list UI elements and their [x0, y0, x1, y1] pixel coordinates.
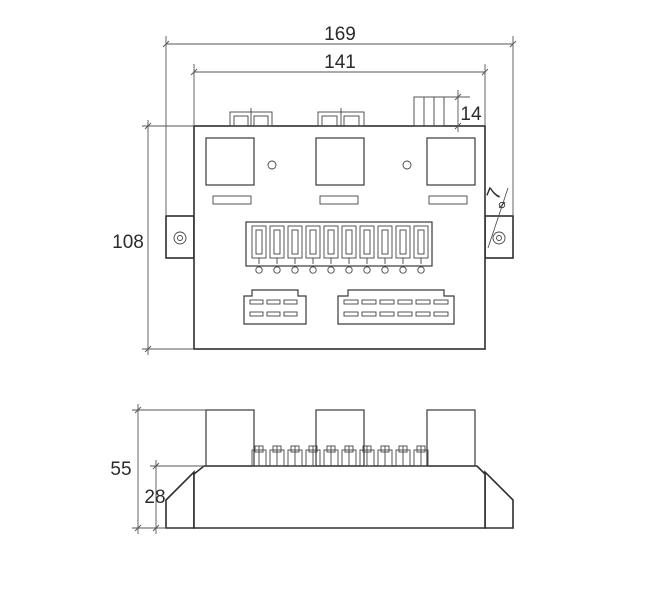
- housing-top-view: [193, 125, 486, 350]
- side-fuse-1: [251, 445, 267, 467]
- label-slot-3: [428, 195, 468, 205]
- dimension-body-height: 108: [112, 120, 194, 355]
- dimension-label-141: 141: [324, 52, 356, 73]
- side-fuse-3: [287, 445, 303, 467]
- side-fuse-group: [251, 445, 429, 467]
- connector-small-pin: [249, 299, 264, 305]
- housing-side-view: [193, 465, 486, 529]
- connector-small: [243, 289, 307, 325]
- relay-socket-3: [426, 137, 476, 186]
- connector-small-pin: [283, 311, 298, 317]
- connector-large-pin: [397, 311, 413, 317]
- fuse-8: [377, 225, 393, 274]
- side-fuse-7: [359, 445, 375, 467]
- connector-large-pin: [379, 299, 395, 305]
- indicator-hole-left: [267, 160, 277, 170]
- connector-large-pin: [397, 299, 413, 305]
- side-fuse-6: [341, 445, 357, 467]
- side-fuse-8: [377, 445, 393, 467]
- fuse-6: [341, 225, 357, 274]
- fuse-indicator-5: [327, 266, 335, 274]
- fuse-indicator-3: [291, 266, 299, 274]
- side-fuse-10: [413, 445, 429, 467]
- dimension-label-169: 169: [324, 24, 356, 45]
- fuse-indicator-9: [399, 266, 407, 274]
- connector-large-pin: [343, 311, 359, 317]
- dimension-label-14: 14: [460, 104, 482, 125]
- dimension-label-28: 28: [144, 487, 165, 508]
- fuse-indicator-10: [417, 266, 425, 274]
- relay-socket-2: [315, 137, 365, 186]
- side-tab-right: [484, 470, 514, 529]
- fuse-3: [287, 225, 303, 274]
- fuse-indicator-1: [255, 266, 263, 274]
- top-view: [165, 96, 514, 350]
- dimension-label-108: 108: [112, 232, 144, 253]
- connector-large: [337, 289, 455, 325]
- dimension-side-total-height: 55: [110, 404, 206, 534]
- connector-large-pin: [433, 311, 449, 317]
- side-view: [165, 409, 514, 529]
- fuse-1: [251, 225, 267, 274]
- connector-large-pin: [415, 311, 431, 317]
- dimension-label-55: 55: [110, 459, 131, 480]
- fuse-indicator-8: [381, 266, 389, 274]
- mounting-tab-left: [165, 215, 195, 259]
- side-relay-3: [426, 409, 476, 467]
- connector-small-pin: [249, 311, 264, 317]
- fuse-indicator-6: [345, 266, 353, 274]
- dimension-body-width: 141: [190, 52, 489, 126]
- side-fuse-4: [305, 445, 321, 467]
- fuse-indicator-4: [309, 266, 317, 274]
- fuse-5: [323, 225, 339, 274]
- indicator-hole-right: [402, 160, 412, 170]
- mounting-tab-right: [484, 215, 514, 259]
- fuse-block: [245, 221, 433, 274]
- fuse-indicator-2: [273, 266, 281, 274]
- connector-small-pin: [266, 299, 281, 305]
- side-relay-2: [315, 409, 365, 467]
- connector-large-pin: [361, 299, 377, 305]
- relay-socket-1: [205, 137, 255, 186]
- side-fuse-5: [323, 445, 339, 467]
- fuse-10: [413, 225, 429, 274]
- side-tab-left: [165, 470, 195, 529]
- top-clip-middle: [317, 108, 365, 127]
- label-slot-1: [212, 195, 252, 205]
- fuse-group: [251, 225, 429, 274]
- connector-large-pin: [361, 311, 377, 317]
- fuse-indicator-7: [363, 266, 371, 274]
- side-fuse-2: [269, 445, 285, 467]
- connector-large-pin: [433, 299, 449, 305]
- connector-large-pin: [415, 299, 431, 305]
- dimension-clip-height: 14: [444, 90, 482, 132]
- label-slot-2: [319, 195, 359, 205]
- side-fuse-9: [395, 445, 411, 467]
- connector-large-pin: [379, 311, 395, 317]
- fuse-4: [305, 225, 321, 274]
- connector-small-pin: [266, 311, 281, 317]
- diameter-symbol: ⌀: [498, 197, 505, 211]
- top-clip-left: [229, 108, 273, 127]
- fuse-7: [359, 225, 375, 274]
- connector-large-pin: [343, 299, 359, 305]
- side-relay-1: [205, 409, 255, 467]
- dimension-side-base-height: 28: [144, 460, 204, 534]
- connector-small-pin: [283, 299, 298, 305]
- fuse-9: [395, 225, 411, 274]
- fuse-2: [269, 225, 285, 274]
- top-clip-right: [413, 96, 445, 127]
